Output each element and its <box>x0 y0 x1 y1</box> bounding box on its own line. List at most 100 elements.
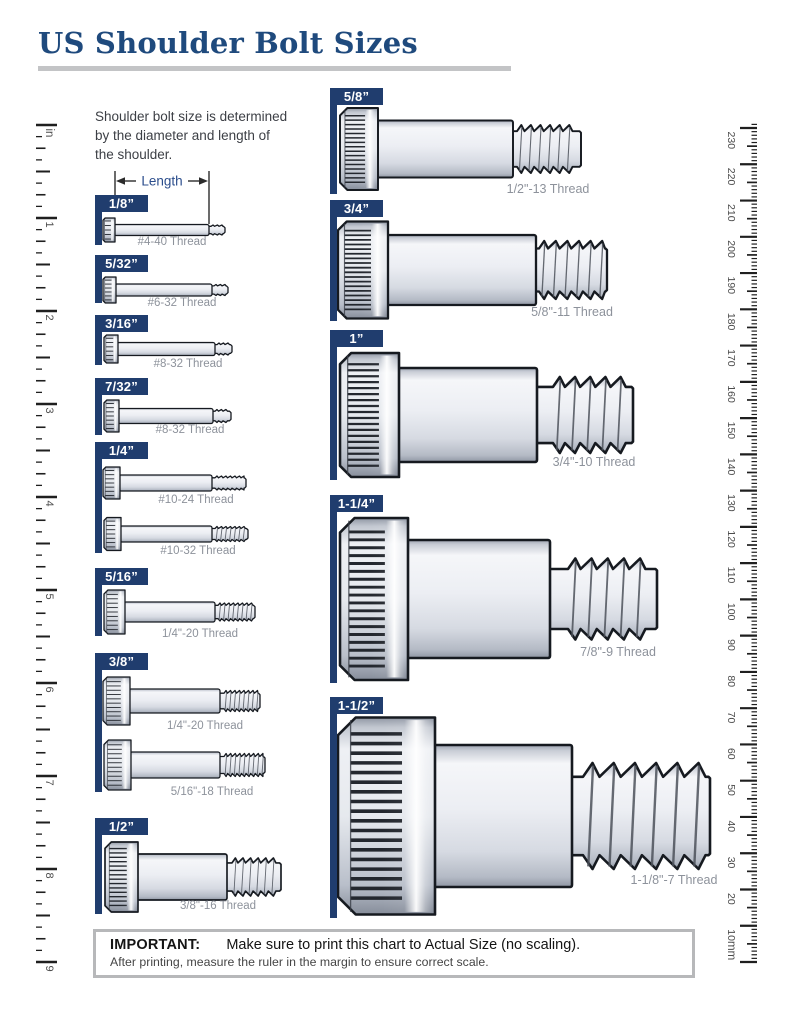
svg-text:110: 110 <box>725 567 737 584</box>
size-badge-bar <box>95 315 102 365</box>
svg-text:150: 150 <box>725 422 737 440</box>
svg-text:1: 1 <box>43 222 55 228</box>
size-badge: 3/16” <box>95 315 148 332</box>
size-badge: 3/8” <box>95 653 148 670</box>
thread-label: 3/4"-10 Thread <box>552 455 636 469</box>
important-note: IMPORTANT: Make sure to print this chart … <box>93 929 695 978</box>
size-badge: 7/32” <box>95 378 148 395</box>
size-badge: 1/8” <box>95 195 148 212</box>
length-dimension: Length <box>114 171 210 224</box>
thread-label: 7/8"-9 Thread <box>580 645 656 659</box>
important-label: IMPORTANT: <box>110 937 201 953</box>
size-badge-bar <box>95 442 102 553</box>
svg-text:90: 90 <box>725 639 737 651</box>
bolt-illustration <box>103 516 249 552</box>
bolt-illustration <box>338 351 635 479</box>
thread-label: #10-24 Thread <box>158 494 234 506</box>
size-badge-label: 5/16” <box>105 569 138 584</box>
size-badge-bar <box>95 195 102 245</box>
svg-text:8: 8 <box>43 873 55 879</box>
svg-text:230: 230 <box>725 132 737 150</box>
bolt-illustration <box>102 276 229 304</box>
size-badge-label: 5/32” <box>105 256 138 271</box>
important-line1: IMPORTANT: Make sure to print this chart … <box>110 937 682 953</box>
bolt-illustration <box>103 334 233 364</box>
size-badge-label: 5/8” <box>343 89 370 104</box>
size-badge-bar <box>95 255 102 303</box>
svg-text:210: 210 <box>725 204 737 222</box>
svg-text:in: in <box>43 129 55 138</box>
size-badge-label: 1” <box>349 331 364 346</box>
thread-label: #6-32 Thread <box>147 297 217 309</box>
thread-label: 1/4"-20 Thread <box>166 720 244 732</box>
size-badge: 1/2” <box>95 818 148 835</box>
svg-text:40: 40 <box>725 820 737 832</box>
thread-label: 1/4"-20 Thread <box>161 628 239 640</box>
svg-text:120: 120 <box>725 530 737 548</box>
svg-text:5: 5 <box>43 594 55 600</box>
bolt-illustration <box>102 676 261 726</box>
size-badge: 3/4” <box>330 200 383 217</box>
svg-text:80: 80 <box>725 675 737 687</box>
size-badge-label: 1/8” <box>108 196 135 211</box>
size-badge-label: 1-1/4” <box>337 496 376 511</box>
svg-text:160: 160 <box>725 385 737 403</box>
ruler-mm: 1020304050607080901001101201301401501601… <box>725 123 757 964</box>
svg-text:mm: mm <box>725 941 737 960</box>
bolt-illustration <box>103 589 256 635</box>
size-badge: 1-1/4” <box>330 495 383 512</box>
svg-text:140: 140 <box>725 458 737 476</box>
svg-text:6: 6 <box>43 687 55 693</box>
bolt-illustration <box>339 107 582 191</box>
bolt-illustration <box>102 466 247 500</box>
important-subtext: After printing, measure the ruler in the… <box>110 955 489 969</box>
size-badge-bar <box>95 378 102 435</box>
thread-label: 1-1/8"-7 Thread <box>630 873 718 887</box>
bolt-illustration <box>103 739 266 791</box>
thread-label: 5/8"-11 Thread <box>531 305 613 319</box>
svg-text:4: 4 <box>43 501 55 507</box>
svg-text:10: 10 <box>725 929 737 941</box>
bolt-illustration <box>104 841 282 913</box>
size-badge: 5/16” <box>95 568 148 585</box>
page-title: US Shoulder Bolt Sizes <box>38 26 418 60</box>
svg-text:190: 190 <box>725 277 737 295</box>
size-badge-bar <box>330 88 337 194</box>
svg-text:3: 3 <box>43 408 55 414</box>
length-label: Length <box>141 174 182 189</box>
svg-text:30: 30 <box>725 857 737 869</box>
bolt-illustration <box>336 220 609 320</box>
size-badge: 1/4” <box>95 442 148 459</box>
size-badge-label: 3/8” <box>108 654 135 669</box>
bolt-illustration <box>336 716 712 916</box>
thread-label: 3/8"-16 Thread <box>179 900 257 912</box>
svg-text:220: 220 <box>725 168 737 186</box>
important-text: Make sure to print this chart to Actual … <box>226 937 581 953</box>
svg-text:2: 2 <box>43 315 55 321</box>
title-underline <box>38 66 511 71</box>
svg-text:70: 70 <box>725 712 737 724</box>
size-badge-label: 1/4” <box>108 443 135 458</box>
size-badge-label: 1-1/2” <box>337 698 376 713</box>
svg-text:7: 7 <box>43 780 55 786</box>
thread-label: #8-32 Thread <box>155 424 225 436</box>
thread-label: #10-32 Thread <box>160 545 236 557</box>
bolt-illustration <box>102 217 226 243</box>
size-badge-bar <box>330 200 337 321</box>
intro-text: Shoulder bolt size is determined by the … <box>95 109 288 162</box>
thread-label: #4-40 Thread <box>137 236 207 248</box>
size-badge-bar <box>330 330 337 480</box>
bolt-illustration <box>103 399 232 433</box>
size-badge-bar <box>95 818 102 914</box>
size-badge-bar <box>95 653 102 792</box>
size-badge-bar <box>95 568 102 636</box>
thread-label: 1/2"-13 Thread <box>506 182 590 196</box>
svg-text:9: 9 <box>43 966 55 972</box>
size-badge: 5/32” <box>95 255 148 272</box>
ruler-inches: 1 2 3 4 5 6 7 8 9 in <box>36 123 57 972</box>
size-badge: 1-1/2” <box>330 697 383 714</box>
size-badge-label: 3/4” <box>343 201 370 216</box>
svg-text:200: 200 <box>725 240 737 258</box>
